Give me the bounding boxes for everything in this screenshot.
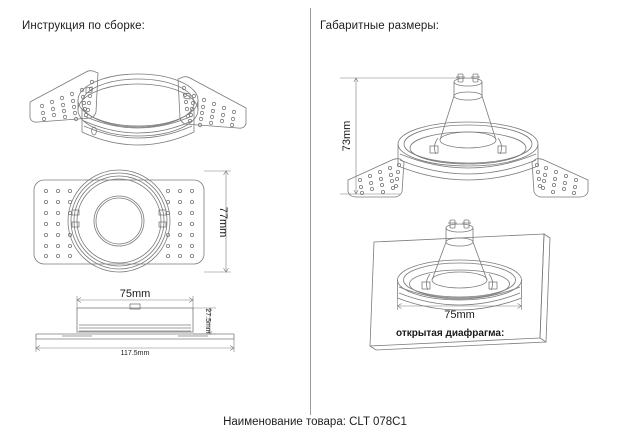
left-panel-heading: Инструкция по сборке: (22, 20, 145, 32)
dimension-77mm-line (204, 170, 231, 273)
open-aperture-note-label: открытая диафрагма: (396, 327, 504, 339)
dimension-75mm-label: 75mm (444, 309, 475, 321)
perforation-grid-right (181, 85, 237, 128)
figure-elevation-with-lamp: 73mm (330, 58, 610, 198)
dimension-75mm-line (396, 298, 523, 310)
figure-side-section: 75mm 117.5mm 27.5mm (30, 286, 240, 358)
perforation-grid-right (165, 188, 194, 259)
dimension-75mm-label: 75mm (120, 288, 151, 300)
perforation-grid-right (534, 163, 578, 195)
perforation-grid-left (39, 79, 95, 122)
dimension-77mm-label: 77mm (217, 207, 229, 238)
dimension-75mm-line (76, 296, 194, 310)
dimension-27-5mm-label: 27.5mm (204, 308, 211, 333)
product-caption: Наименование товара: CLT 078C1 (223, 416, 407, 428)
dimension-117-5mm-line (35, 339, 235, 352)
dimension-27-5mm-line (193, 307, 216, 335)
right-panel-heading: Габаритные размеры: (320, 20, 439, 32)
dimension-73mm-label: 73mm (341, 121, 353, 152)
figure-top-plan: 77mm (28, 165, 238, 280)
figure-isometric-assembly (18, 48, 258, 163)
dimension-73mm-line (340, 77, 460, 195)
perforation-grid-left (43, 188, 73, 259)
dimension-117-5mm-label: 117.5mm (121, 350, 150, 357)
figure-open-aperture: 75mm открытая диафрагма: (368, 214, 618, 354)
panel-divider (310, 8, 311, 415)
perforation-grid-left (357, 163, 402, 195)
